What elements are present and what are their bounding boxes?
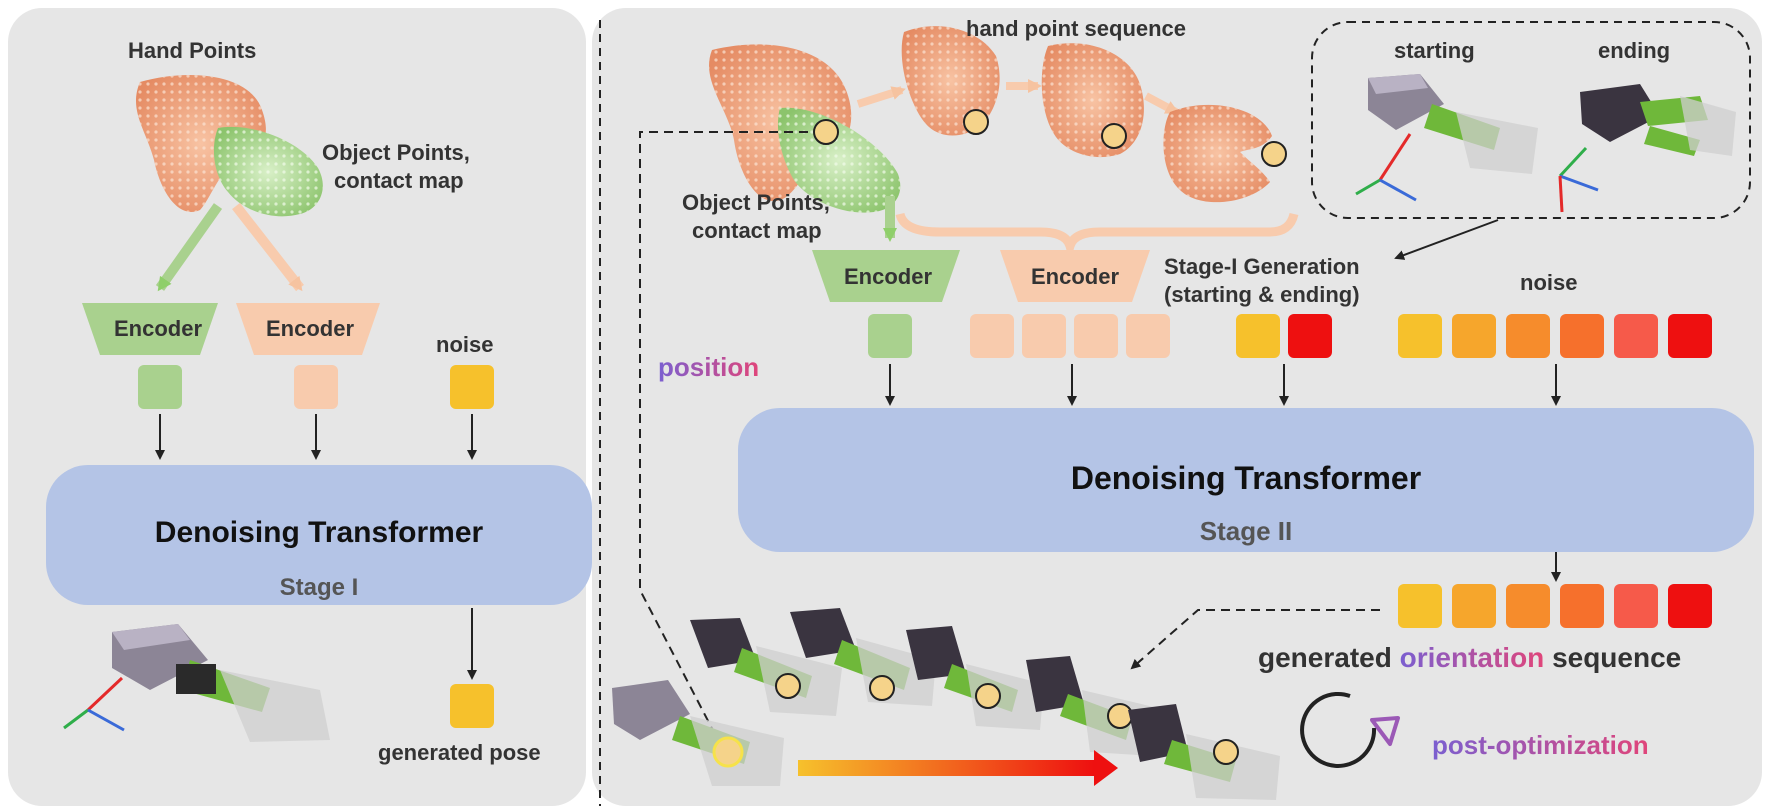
encoder-green-left bbox=[82, 303, 218, 355]
hand-seq-2 bbox=[1041, 43, 1144, 158]
time-gradient-arrowhead bbox=[1094, 750, 1118, 786]
orientation-token-row bbox=[1398, 584, 1712, 628]
start-end-box bbox=[1311, 21, 1751, 219]
transformer-stage-right: Stage II bbox=[1199, 516, 1293, 546]
gripper-start bbox=[1355, 74, 1538, 202]
token-noise-left bbox=[450, 365, 494, 409]
arrow-box-to-stage1 bbox=[1394, 219, 1499, 260]
seq-arrow-1 bbox=[856, 86, 906, 108]
transformer-title-right: Denoising Transformer bbox=[1070, 460, 1422, 496]
orientation-dashed-path bbox=[1130, 609, 1380, 670]
token-peach-left bbox=[294, 365, 338, 409]
generated-pose-label: generated pose bbox=[378, 740, 541, 765]
stage1-generation-label-2: (starting & ending) bbox=[1164, 282, 1360, 307]
encoder-peach-left-label: Encoder bbox=[265, 316, 355, 341]
axes-icon-left bbox=[63, 676, 125, 732]
denoising-transformer-stage-2 bbox=[738, 408, 1754, 552]
post-optimization-label: post-optimization bbox=[1432, 730, 1649, 760]
position-label: position bbox=[658, 352, 760, 382]
stage1-generation-label-1: Stage-I Generation bbox=[1164, 254, 1360, 279]
encoder-peach-left bbox=[236, 303, 380, 355]
noise-token-row bbox=[1398, 314, 1712, 358]
token-green-left bbox=[138, 365, 182, 409]
encoder-green-right bbox=[812, 250, 960, 302]
noise-label-right: noise bbox=[1520, 270, 1578, 295]
peach-feed-arrow bbox=[232, 202, 304, 292]
gripper-render-left bbox=[112, 624, 330, 742]
gripper-end bbox=[1558, 84, 1736, 213]
transformer-stage-left: Stage I bbox=[279, 574, 359, 601]
encoder-peach-right bbox=[1000, 250, 1150, 302]
object-points-label-right-1: Object Points, bbox=[682, 190, 830, 215]
noise-label-left: noise bbox=[436, 332, 494, 357]
start-end-token-row bbox=[1236, 314, 1332, 358]
position-dashed-path bbox=[639, 131, 808, 742]
hand-points-label: Hand Points bbox=[128, 38, 257, 63]
encoder-green-left-label: Encoder bbox=[113, 316, 203, 341]
hand-object-render bbox=[135, 75, 323, 217]
object-points-label-right-2: contact map bbox=[692, 218, 822, 243]
cycle-arrow-icon bbox=[1300, 692, 1400, 768]
time-gradient-bar bbox=[798, 760, 1094, 776]
hand-seq-3 bbox=[1163, 104, 1287, 203]
generated-word: generated bbox=[1258, 642, 1392, 673]
token-generated-pose bbox=[450, 684, 494, 728]
transformer-title-left: Denoising Transformer bbox=[154, 516, 484, 549]
encoder-peach-right-label: Encoder bbox=[1030, 264, 1120, 289]
encoder-green-right-label: Encoder bbox=[843, 264, 933, 289]
object-points-label-left-1: Object Points, bbox=[322, 140, 470, 165]
sequence-word: sequence bbox=[1552, 642, 1682, 673]
gripper-sequence bbox=[612, 608, 1280, 800]
starting-label: starting bbox=[1394, 38, 1475, 63]
peach-token-row bbox=[970, 314, 1170, 358]
denoising-transformer-stage-1 bbox=[46, 465, 592, 605]
seq-arrow-3 bbox=[1144, 92, 1180, 116]
orientation-word: orientation bbox=[1399, 642, 1545, 673]
green-feed-arrow bbox=[155, 203, 223, 292]
generated-orientation-sequence-label: generated orientation sequence bbox=[1258, 642, 1681, 674]
sequence-brace bbox=[895, 212, 1299, 263]
hand-point-sequence-label: hand point sequence bbox=[966, 16, 1187, 41]
ending-label: ending bbox=[1598, 38, 1671, 63]
hand-object-render-right bbox=[709, 44, 901, 213]
object-points-label-left-2: contact map bbox=[334, 168, 464, 193]
hand-seq-1 bbox=[901, 26, 1000, 136]
token-green-right bbox=[868, 314, 912, 358]
